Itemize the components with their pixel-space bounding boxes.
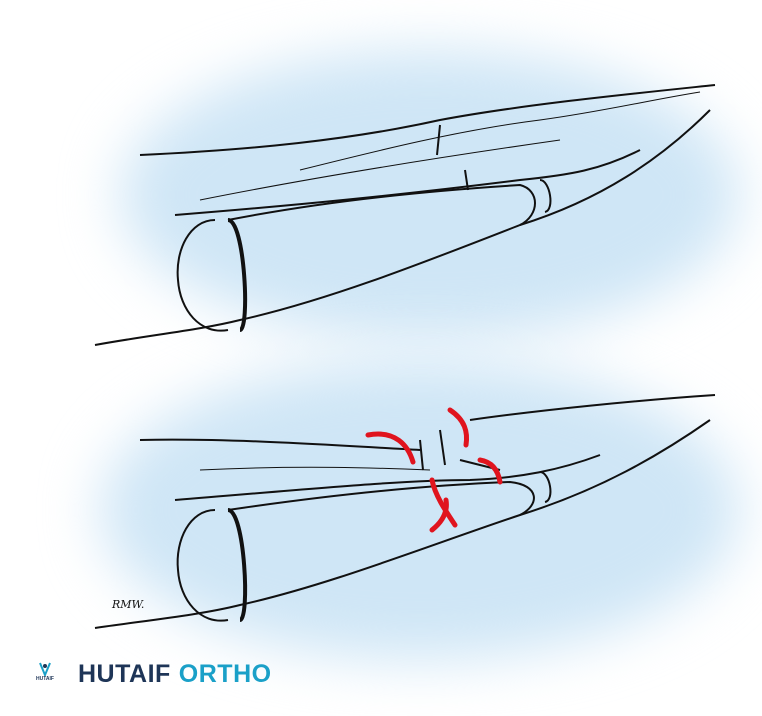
hutaif-ortho-logo: HUTAIF HUTAIF ORTHO bbox=[36, 660, 272, 689]
brand-name-part1: HUTAIF bbox=[78, 660, 171, 688]
shield-icon bbox=[39, 662, 51, 676]
background-glow-bottom bbox=[100, 360, 740, 660]
lower-finger-drawing bbox=[94, 394, 716, 629]
upper-finger-drawing bbox=[94, 84, 716, 346]
logo-mark-icon: HUTAIF bbox=[36, 662, 54, 688]
brand-name-part2: ORTHO bbox=[178, 660, 272, 688]
artist-signature: RMW. bbox=[112, 598, 145, 611]
logo-mark-text: HUTAIF bbox=[36, 675, 54, 682]
arrow-icon bbox=[365, 431, 416, 465]
red-arrows bbox=[365, 407, 503, 533]
